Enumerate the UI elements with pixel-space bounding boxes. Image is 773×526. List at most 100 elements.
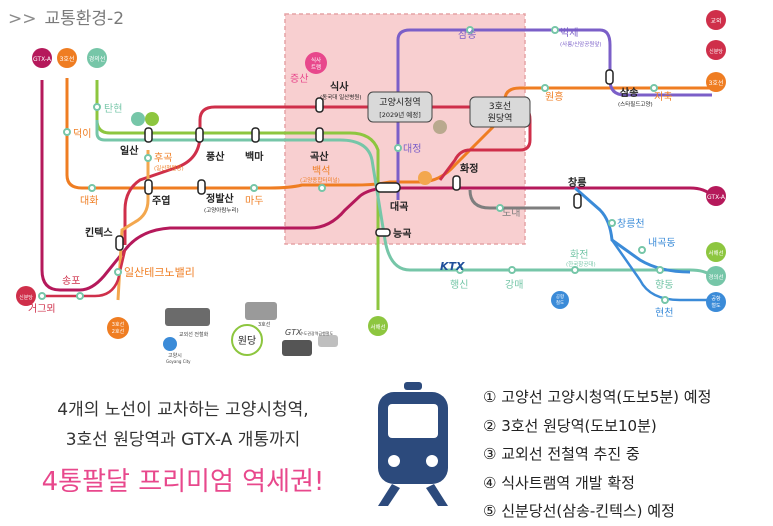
facts-list: ① 고양선 고양시청역(도보5분) 예정 ② 3호선 원당역(도보10분) ③ … [483, 383, 711, 526]
label-hwajeong: 화정 [460, 162, 478, 175]
svg-text:3호선: 3호선 [709, 79, 724, 87]
label-changreungcheon: 창릉천 [617, 218, 645, 230]
label-hugok: 후곡 [154, 152, 172, 164]
label-jeongbalsan-sub: (고양아람누리) [204, 206, 239, 214]
station-dot-hugok [144, 154, 152, 162]
label-byeokje: 벽제 [560, 27, 578, 39]
svg-text:3호선: 3호선 [489, 101, 511, 112]
station-dot-daehwa [88, 184, 96, 192]
svg-text:원당역: 원당역 [488, 113, 513, 124]
label-samsong: 삼송 [458, 29, 476, 41]
goyang-logo-sub: Goyang City [166, 359, 191, 364]
badge-gtx-a-right: GTX-A [706, 186, 726, 206]
songpo-line [42, 249, 127, 298]
fact-item-4: ④ 식사트램역 개발 확정 [483, 473, 635, 492]
badge-sinbundang-left: 신분당 [16, 286, 36, 306]
fact-item-2: ② 3호선 원당역(도보10분) [483, 416, 657, 435]
wondang-center-label: 원당 [238, 335, 256, 347]
label-hyeoncheon: 현천 [655, 307, 673, 319]
transfer-pungsan [195, 127, 204, 143]
station-dot-changreungcheon [608, 219, 616, 227]
label-gangmae: 강매 [505, 279, 523, 291]
label-baekseok: 백석 [312, 165, 330, 177]
photo-collage: 교외선 전철화 고양시 Goyang City 3호선 원당 GTX 수도권광역… [163, 302, 338, 364]
goyang-city-hall-box: 고양시청역 [2029년 예정] [367, 91, 433, 123]
section-header: >> 교통환경-2 [8, 4, 124, 29]
svg-text:트램: 트램 [311, 64, 321, 71]
badge-line3-right: 3호선 [706, 72, 726, 92]
label-jeongbalsan: 정발산 [206, 192, 234, 205]
label-done: 도내 [502, 207, 520, 219]
station-dot-baekseok [318, 184, 326, 192]
label-baekseok-sub: (고양종합터미널) [300, 176, 340, 184]
label-songpo: 송포 [62, 275, 80, 287]
gyooe-blue-line [574, 186, 691, 274]
label-juyeop: 주엽 [152, 194, 170, 207]
label-tanhyeon: 탄현 [104, 103, 122, 115]
station-dot-songpo [76, 292, 84, 300]
goyang-logo-text: 고양시 [168, 352, 182, 359]
label-jichuk: 지축 [654, 91, 672, 103]
fact-item-3: ③ 교외선 전철역 추진 중 [483, 445, 640, 463]
station-dot-jichuk [650, 84, 658, 92]
svg-text:GTX-A: GTX-A [33, 56, 52, 63]
svg-text:3호선: 3호선 [112, 321, 125, 328]
station-dot-madu [250, 184, 258, 192]
haengsin-line [468, 189, 560, 210]
transfer-sik [315, 97, 324, 113]
station-dot-ilsan-techno [114, 268, 122, 276]
label-ilsan: 일산 [120, 144, 139, 157]
pill-hwajeong-small [418, 171, 432, 185]
gtx-right-branch [610, 239, 712, 302]
station-dot-done [496, 204, 504, 212]
svg-text:고양시청역: 고양시청역 [379, 97, 420, 108]
svg-text:공항: 공항 [711, 295, 721, 302]
badge-gyeongui: 경의선 [87, 48, 107, 68]
transfer-samsong [605, 69, 614, 85]
station-dot-hwajeon [571, 266, 579, 274]
badge-seohae: 서해선 [368, 316, 388, 336]
wondang-box: 3호선 원당역 [469, 96, 531, 128]
transfer-daegok [375, 182, 401, 193]
svg-text:교외: 교외 [710, 18, 721, 25]
label-geogumi: 거그뫼 [28, 303, 56, 315]
pill-baekma-small [145, 112, 159, 126]
summary-line2: 3호선 원당역과 GTX-A 개통까지 [65, 430, 301, 450]
badge-gtx-a: GTX-A [32, 48, 52, 68]
svg-text:철도: 철도 [556, 299, 564, 306]
label-pungsan: 풍산 [206, 150, 225, 163]
station-dot-daejeong [394, 144, 402, 152]
caption-photo: 교외선 전철화 [179, 331, 209, 338]
station-dot-hyangdong [656, 266, 664, 274]
label-neunggok: 능곡 [393, 228, 411, 240]
pill-sikdang-small [433, 120, 447, 134]
badge-sikstram: 식사트램 [305, 52, 327, 74]
label-sik: 식사 [330, 80, 349, 93]
fact-item-1: ① 고양선 고양시청역(도보5분) 예정 [483, 388, 712, 406]
transfer-changreung [573, 193, 582, 209]
label-hugok-sub: (일산청원청) [154, 164, 184, 172]
section-title: 교통환경-2 [44, 9, 125, 29]
station-dot-naegok [638, 246, 646, 254]
transfer-goksan [315, 127, 324, 143]
label-daegok: 대곡 [390, 200, 408, 213]
transfer-ilsan [144, 127, 153, 143]
sinbundang-line [396, 28, 712, 200]
gtx-pill: GTX [285, 328, 302, 337]
label-sik-sub: (동국대 일산병원) [320, 93, 361, 101]
svg-text:철도: 철도 [711, 302, 721, 309]
station-dot-deogi [63, 128, 71, 136]
station-dot-tanhyeon [93, 103, 101, 111]
svg-text:3호선: 3호선 [60, 55, 75, 63]
fact-item-5: ⑤ 신분당선(삼송-킨텍스) 예정 [483, 502, 675, 520]
svg-text:공항: 공항 [556, 293, 564, 300]
label-daehwa: 대화 [80, 195, 98, 207]
double-chevron-icon: >> [8, 9, 37, 29]
svg-text:GTX-A: GTX-A [707, 194, 726, 201]
ktx-logo: KTX [440, 260, 465, 273]
label-goksan: 곡산 [310, 150, 329, 163]
label-baekma: 백마 [245, 150, 264, 163]
